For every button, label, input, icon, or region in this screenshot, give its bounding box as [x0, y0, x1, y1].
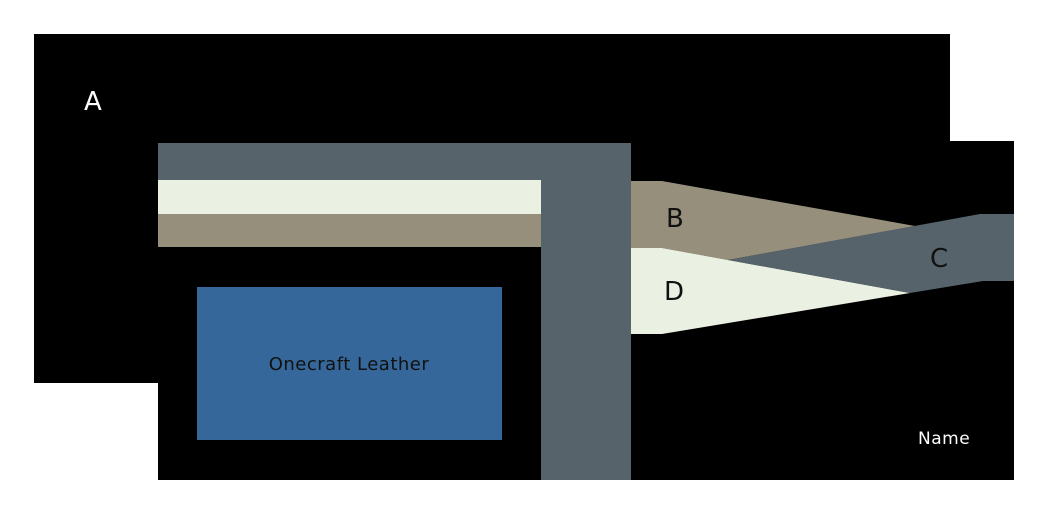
onecraft-box	[197, 287, 502, 440]
vertical-column	[541, 143, 631, 480]
band-cream	[158, 180, 542, 214]
label-a: A	[84, 87, 102, 117]
onecraft-box-label: Onecraft Leather	[269, 354, 430, 375]
band-slate	[158, 143, 542, 180]
label-c: C	[930, 244, 948, 274]
branch-c	[728, 214, 1014, 293]
branch-b	[631, 181, 915, 260]
name-label: Name	[918, 429, 970, 449]
label-d: D	[664, 277, 684, 307]
branch-d	[631, 248, 910, 334]
band-taupe	[158, 214, 542, 247]
label-b: B	[666, 204, 684, 234]
